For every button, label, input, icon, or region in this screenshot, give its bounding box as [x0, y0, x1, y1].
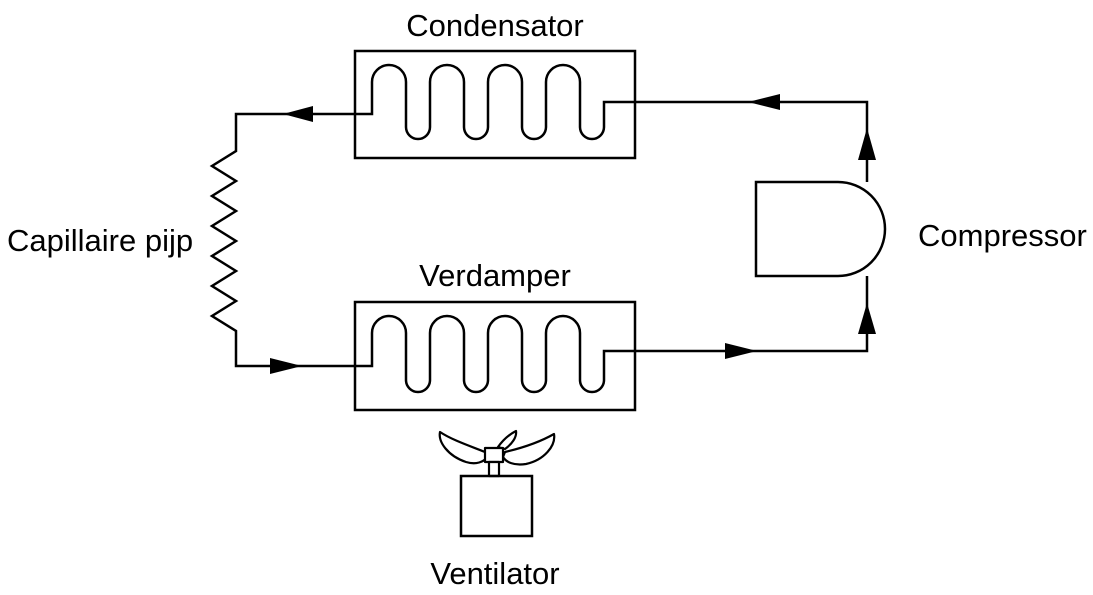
arrow-right-evaporator-inlet	[270, 358, 302, 374]
evaporator	[353, 300, 637, 412]
capillary-tube	[209, 112, 355, 368]
arrow-right-evaporator-outlet	[725, 343, 757, 359]
arrow-up-compressor-inlet	[858, 303, 876, 334]
condenser-coil	[355, 63, 635, 141]
condenser	[353, 49, 637, 160]
compressor	[635, 100, 887, 353]
condenser-box	[353, 49, 637, 160]
arrow-up-compressor-outlet	[858, 128, 876, 160]
evaporator-box	[353, 300, 637, 412]
fan-motor	[459, 474, 534, 538]
capillary-label: Capillaire pijp	[7, 223, 193, 258]
pipe-evaporator-to-compressor	[635, 276, 869, 353]
fan-blade-back	[496, 429, 518, 451]
fan-label: Ventilator	[430, 556, 559, 591]
compressor-label: Compressor	[918, 218, 1087, 253]
condenser-label: Condensator	[406, 8, 584, 43]
fan-shaft	[487, 460, 501, 478]
arrow-left-condenser-outlet	[283, 106, 313, 122]
evaporator-label: Verdamper	[419, 258, 571, 293]
fan-hub	[483, 446, 505, 464]
pipe-compressor-to-condenser	[635, 100, 869, 182]
evaporator-coil	[355, 314, 635, 394]
fan	[438, 429, 556, 538]
compressor-body	[754, 180, 887, 278]
fan-blade-left	[438, 430, 489, 465]
arrow-left-condenser-return	[748, 94, 780, 110]
fan-blade-right	[501, 432, 556, 466]
